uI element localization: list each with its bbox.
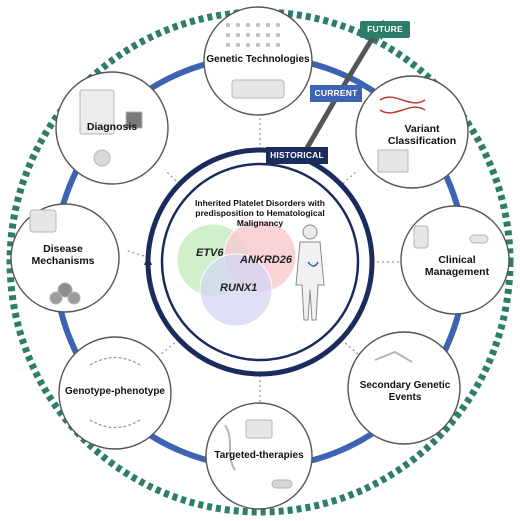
dna-helix-icon bbox=[379, 96, 426, 114]
future-tag: FUTURE bbox=[367, 24, 403, 34]
cell-icon bbox=[57, 282, 73, 298]
label-disease-mechanisms: Disease Mechanisms bbox=[18, 243, 108, 267]
label-genetic-technologies: Genetic Technologies bbox=[206, 54, 310, 65]
flask-icon bbox=[29, 209, 57, 233]
node-illustrations bbox=[29, 23, 489, 489]
label-variant-line2: Classification bbox=[387, 135, 457, 148]
venn-diagram bbox=[176, 219, 297, 327]
gene-label-etv6: ETV6 bbox=[196, 247, 224, 259]
cycle-arrows-icon bbox=[89, 356, 141, 429]
dna-array-icon bbox=[226, 23, 280, 47]
node-circles bbox=[10, 6, 510, 510]
label-genotype-phenotype: Genotype-phenotype bbox=[64, 386, 165, 397]
ring-arrow-head bbox=[144, 255, 152, 265]
node-genetic-technologies bbox=[203, 6, 313, 116]
venn-circle-runx1 bbox=[199, 253, 273, 327]
node-genotype-phenotype bbox=[58, 336, 172, 450]
center-title-line2: predisposition to Hematological bbox=[195, 208, 325, 218]
sequencer-icon bbox=[231, 79, 285, 99]
medkit-icon bbox=[245, 419, 273, 439]
future-tag-bg bbox=[360, 21, 410, 38]
human-figure-icon bbox=[295, 224, 325, 321]
capsule-icon bbox=[271, 479, 293, 489]
label-variant-line1: Variant bbox=[404, 123, 440, 135]
label-secondary-events: Secondary Genetic Events bbox=[350, 380, 460, 403]
center-title: Inherited Platelet Disorders with predis… bbox=[180, 198, 340, 228]
current-tag-bg bbox=[310, 85, 362, 102]
chromosome-icon bbox=[374, 350, 413, 363]
label-diagnosis: Diagnosis bbox=[86, 121, 138, 133]
vial-icon bbox=[93, 149, 111, 167]
diagnosis-box-icon bbox=[125, 111, 143, 129]
center-title-line1: Inherited Platelet Disorders with bbox=[195, 198, 325, 208]
label-variant-classification: Variant Classification bbox=[372, 123, 472, 147]
label-disease-line1: Disease bbox=[43, 243, 83, 255]
center-title-line3: Malignancy bbox=[236, 218, 284, 228]
label-targeted-therapies: Targeted-therapies bbox=[214, 450, 304, 461]
label-clinical-line2: Management bbox=[424, 266, 490, 279]
label-clinical-management: Clinical Management bbox=[412, 254, 502, 278]
gene-label-runx1: RUNX1 bbox=[220, 282, 258, 294]
historical-tag: HISTORICAL bbox=[270, 150, 324, 160]
label-secondary-line2: Events bbox=[388, 391, 422, 403]
historical-tag-bg bbox=[266, 147, 328, 164]
gene-label-ankrd26: ANKRD26 bbox=[240, 254, 292, 266]
dna-strand-icon bbox=[224, 424, 236, 471]
current-tag: CURRENT bbox=[314, 88, 358, 98]
label-secondary-line1: Secondary Genetic bbox=[359, 380, 451, 391]
iv-bag-icon bbox=[413, 225, 429, 249]
clipboard-icon bbox=[79, 89, 115, 135]
label-clinical-line1: Clinical bbox=[438, 254, 476, 266]
label-disease-line2: Mechanisms bbox=[31, 255, 95, 268]
pill-icon bbox=[469, 234, 489, 244]
outer-dashed-ring bbox=[6, 8, 514, 516]
monitor-icon bbox=[377, 149, 409, 173]
